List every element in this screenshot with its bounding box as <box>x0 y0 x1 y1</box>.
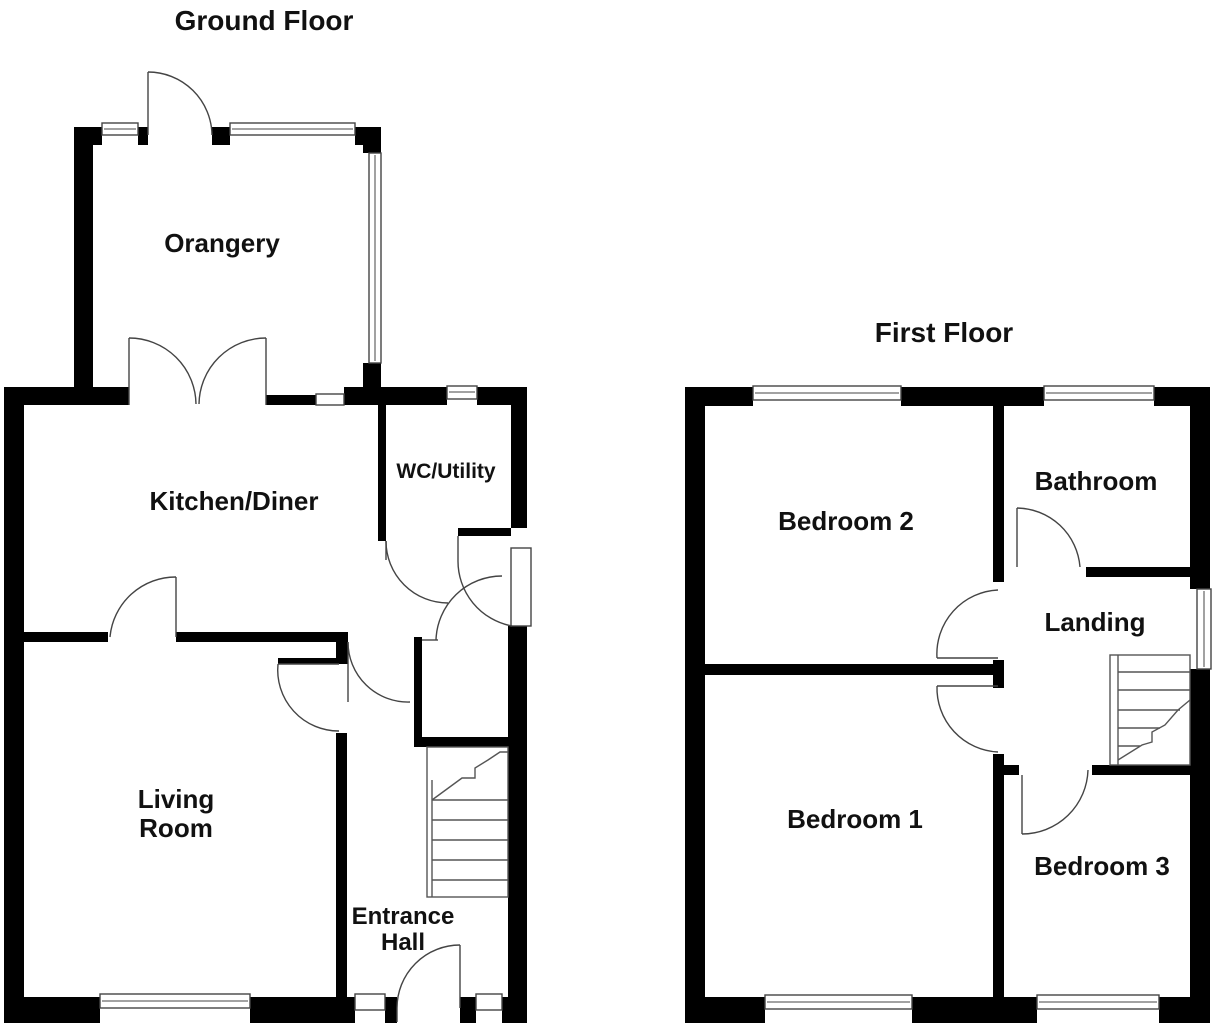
room-label-entrance-line1: Entrance <box>352 903 455 930</box>
room-label-bedroom-2: Bedroom 2 <box>778 506 914 536</box>
ground-windows <box>99 122 532 1011</box>
room-label-kitchen-diner: Kitchen/Diner <box>149 486 318 516</box>
room-label-bathroom: Bathroom <box>1035 466 1158 496</box>
ground-doors <box>109 71 513 1022</box>
room-label-bedroom-1: Bedroom 1 <box>787 804 923 834</box>
room-label-living-line1: Living <box>138 784 215 814</box>
hall-window-right <box>475 993 503 1011</box>
first-windows <box>752 385 1212 1010</box>
room-label-wc-utility: WC/Utility <box>396 460 495 483</box>
first-outer-walls <box>685 387 1210 1023</box>
first-floor-title: First Floor <box>875 317 1014 348</box>
room-label-living-line2: Room <box>139 813 213 843</box>
kitchen-small-window <box>315 393 345 406</box>
room-label-landing: Landing <box>1044 607 1145 637</box>
first-floor-plan: First Floor Bedroom 2 Bathroom Landing B… <box>685 317 1212 1023</box>
first-stairs <box>1109 654 1191 766</box>
orangery-walls <box>74 127 381 403</box>
room-label-orangery: Orangery <box>164 228 280 258</box>
first-doors <box>936 507 1089 835</box>
ground-stairs <box>426 746 509 898</box>
ground-floor-plan: Ground Floor Orangery Kitchen/Diner WC/U… <box>4 5 532 1023</box>
ground-internal-walls <box>24 403 512 999</box>
room-label-entrance-line2: Hall <box>381 929 425 956</box>
ground-floor-title: Ground Floor <box>175 5 354 36</box>
room-label-bedroom-3: Bedroom 3 <box>1034 851 1170 881</box>
ground-outer-walls <box>4 387 527 1023</box>
hall-window-left <box>354 993 386 1011</box>
side-door-frame <box>510 547 532 627</box>
first-internal-walls <box>705 406 1190 999</box>
